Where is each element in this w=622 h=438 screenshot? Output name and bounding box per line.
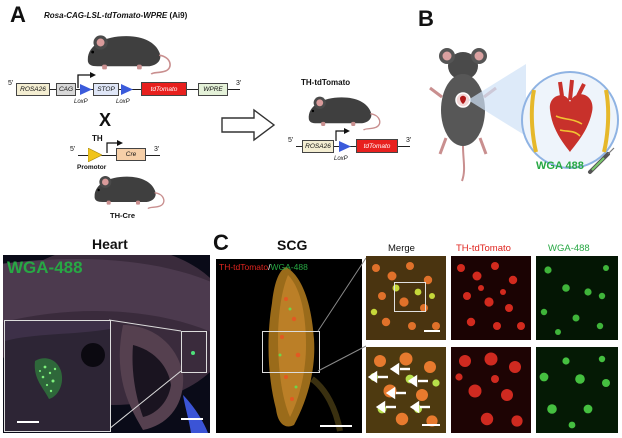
stop-box: STOP: [93, 83, 119, 96]
result-loxp-label: LoxP: [334, 156, 348, 162]
heart-magnified-illustration: [521, 71, 619, 169]
ai9-mouse-icon: [80, 28, 175, 76]
heart-inset-scale-bar: [17, 421, 39, 423]
merge-scale-bar-2: [422, 424, 440, 426]
heart-micrograph: WGA-488: [3, 255, 210, 433]
panel-label-a: A: [10, 2, 26, 27]
merge-zoom-box-marker: [394, 282, 426, 312]
three-prime-1: 3': [236, 80, 242, 87]
wpre-box: WPRE: [198, 83, 228, 96]
merge-scale-bar-1: [424, 330, 440, 332]
merge-high-mag-image: [366, 347, 446, 433]
tdtomato-box: tdTomato: [141, 82, 187, 96]
rosa26-box: ROSA26: [16, 83, 50, 96]
loxp-triangle-icon-2: [121, 84, 133, 95]
merge-column-title: Merge: [388, 243, 415, 254]
loxp-triangle-icon-1: [80, 84, 92, 95]
panel-label-c: C: [213, 230, 229, 255]
scg-stain-red: TH-tdTomato: [219, 262, 269, 272]
loxp-label-2: LoxP: [116, 99, 130, 105]
heart-scale-bar: [181, 418, 203, 420]
scg-ganglion-image: [268, 267, 343, 432]
tdtomato-high-mag-image: [451, 347, 531, 433]
th-promoter-arrow-icon: [106, 140, 123, 153]
scg-overview-micrograph: TH-tdTomato/WGA-488: [216, 259, 362, 433]
scg-stain-label: TH-tdTomato/WGA-488: [219, 262, 308, 272]
thcre-mouse-icon: [88, 170, 168, 210]
result-loxp-triangle-icon: [339, 141, 351, 152]
cross-symbol: X: [99, 110, 112, 130]
five-prime-3: 5': [288, 137, 294, 144]
th-promotor-shape-icon: [88, 148, 102, 162]
wga-column-title: WGA-488: [548, 243, 590, 254]
cag-box: CAG: [56, 83, 76, 96]
five-prime-2: 5': [70, 146, 76, 153]
transgene-title: Rosa-CAG-LSL-tdTomato-WPRE: [44, 11, 168, 20]
three-prime-3: 3': [406, 137, 412, 144]
injected-mouse-illustration: [429, 48, 497, 182]
heart-wga488-label: WGA-488: [7, 258, 83, 277]
loxp-label-1: LoxP: [74, 99, 88, 105]
scg-title: SCG: [277, 237, 308, 253]
heart-title: Heart: [92, 236, 128, 252]
magnification-cone: [468, 64, 526, 136]
construct-result-line: [296, 146, 410, 147]
heart-inset-box-marker: [181, 331, 207, 373]
scg-stain-green: WGA-488: [270, 262, 308, 272]
result-rosa26-box: ROSA26: [302, 140, 334, 153]
wga-low-mag-image: [536, 256, 618, 340]
heart-inset-connector: [108, 319, 182, 430]
scg-stain-sep: /: [268, 262, 271, 272]
heart-inset-zoom: [4, 320, 111, 432]
scg-zoom-box-marker: [262, 331, 320, 373]
outcome-arrow-icon: [221, 108, 276, 142]
syringe-icon: [588, 147, 615, 174]
th-label: TH: [92, 134, 103, 143]
result-title: TH-tdTomato: [301, 78, 351, 87]
merge-low-mag-image: [366, 256, 446, 340]
panel-a-title: Rosa-CAG-LSL-tdTomato-WPRE (Ai9): [44, 12, 187, 20]
scg-zoom-connector: [317, 257, 367, 372]
transgene-title-suffix: (Ai9): [169, 11, 188, 20]
three-prime-2: 3': [154, 146, 160, 153]
tdtomato-low-mag-image: [451, 256, 531, 340]
wga-high-mag-image: [536, 347, 618, 433]
panel-label-b: B: [418, 6, 434, 31]
tdtomato-column-title: TH-tdTomato: [456, 243, 511, 254]
promoter-arrow-icon: [77, 72, 96, 88]
wga488-tracer-label: WGA 488: [536, 160, 584, 172]
scg-scale-bar: [320, 425, 352, 427]
five-prime-1: 5': [8, 80, 14, 87]
result-tdtomato-box: tdTomato: [356, 139, 398, 153]
cre-box: Cre: [116, 148, 146, 161]
result-promoter-arrow-icon: [335, 128, 350, 141]
th-cre-label: TH-Cre: [110, 211, 136, 220]
promotor-label: Promotor: [77, 164, 107, 171]
th-tdtomato-mouse-icon: [302, 90, 384, 132]
